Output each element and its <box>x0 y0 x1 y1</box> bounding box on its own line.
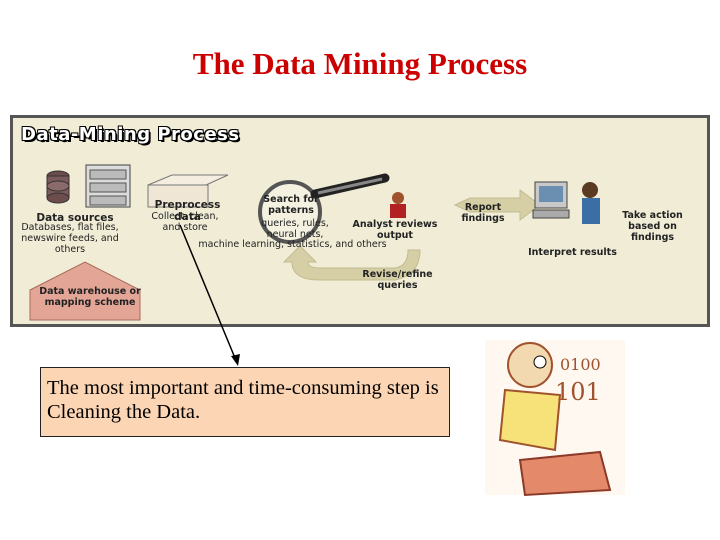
panel-title: Data-Mining Process <box>21 124 240 145</box>
warehouse-icon <box>29 261 141 321</box>
callout-box: The most important and time-consuming st… <box>40 367 450 437</box>
preprocess-desc: Collect, clean, and store <box>151 211 219 233</box>
search-desc-1: queries, rules, neural nets, <box>261 218 329 240</box>
binary-digits: 101 <box>555 378 601 406</box>
storage-box-icon <box>147 174 229 208</box>
search-label: Search for patterns <box>263 194 319 216</box>
database-icon <box>46 170 70 204</box>
preprocess-title: Preprocess data <box>154 199 221 224</box>
data-sources-desc: Databases, flat files, newswire feeds, a… <box>21 222 119 255</box>
computer-user-icon <box>532 181 600 224</box>
action-label: Take action based on findings <box>622 210 683 243</box>
pointer-arrow <box>179 224 240 366</box>
data-sources-title: Data sources <box>36 212 114 224</box>
slide-title: The Data Mining Process <box>192 46 528 81</box>
warehouse-label: Data warehouse or mapping scheme <box>39 286 141 308</box>
magnifier-icon <box>258 173 390 244</box>
revise-loop-arrow <box>282 245 421 281</box>
interpret-label: Interpret results <box>528 247 617 258</box>
file-cabinet-icon <box>85 164 131 208</box>
revise-label: Revise/refine queries <box>362 269 433 291</box>
search-desc-2: machine learning, statistics, and others <box>198 239 387 250</box>
cartoon-illustration: 101 0100 <box>485 340 625 497</box>
analyst-icon <box>390 192 406 218</box>
svg-text:0100: 0100 <box>560 355 601 374</box>
analyst-label: Analyst reviews output <box>352 219 438 241</box>
report-label: Report findings <box>461 202 505 224</box>
